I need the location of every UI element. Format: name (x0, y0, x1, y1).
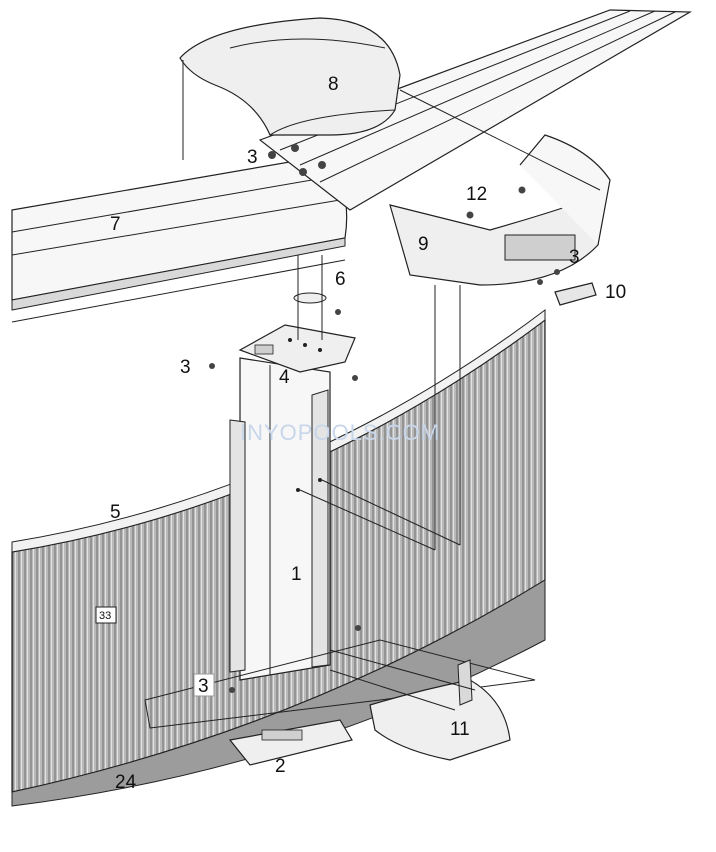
callout-3-top: 3 (247, 147, 258, 168)
watermark-text: INYOPOOLS.COM (240, 420, 440, 445)
callout-9: 9 (418, 234, 429, 255)
callout-4: 4 (279, 367, 290, 388)
callout-33: 33 (99, 610, 111, 622)
callout-11: 11 (450, 719, 470, 740)
ledge-cover (389, 134, 611, 286)
callout-6: 6 (335, 269, 346, 290)
callout-8: 8 (328, 74, 339, 95)
callout-labels: 1 2 3 3 3 3 4 5 6 7 8 9 10 11 12 24 33 (95, 74, 626, 793)
callout-7: 7 (110, 214, 121, 235)
bottom-plate (144, 625, 536, 766)
callout-10: 10 (605, 282, 626, 303)
top-plate (209, 309, 358, 381)
bottom-cover (369, 659, 511, 761)
callout-1: 1 (291, 564, 302, 585)
top-cap (179, 17, 401, 160)
top-plate-screws (268, 144, 326, 176)
callout-2: 2 (275, 756, 286, 777)
callout-3-right: 3 (569, 247, 580, 268)
cap-clip (537, 269, 597, 306)
callout-12: 12 (466, 184, 487, 205)
callout-5: 5 (110, 502, 121, 523)
leader-lines (299, 89, 601, 711)
callout-3-bottom: 3 (198, 676, 209, 697)
callout-33-box (95, 606, 117, 624)
upright (229, 357, 331, 681)
callout-24: 24 (115, 772, 137, 793)
washer-plate (293, 255, 327, 340)
callout-3-bottom-box (193, 673, 215, 697)
callout-3-left: 3 (180, 357, 191, 378)
